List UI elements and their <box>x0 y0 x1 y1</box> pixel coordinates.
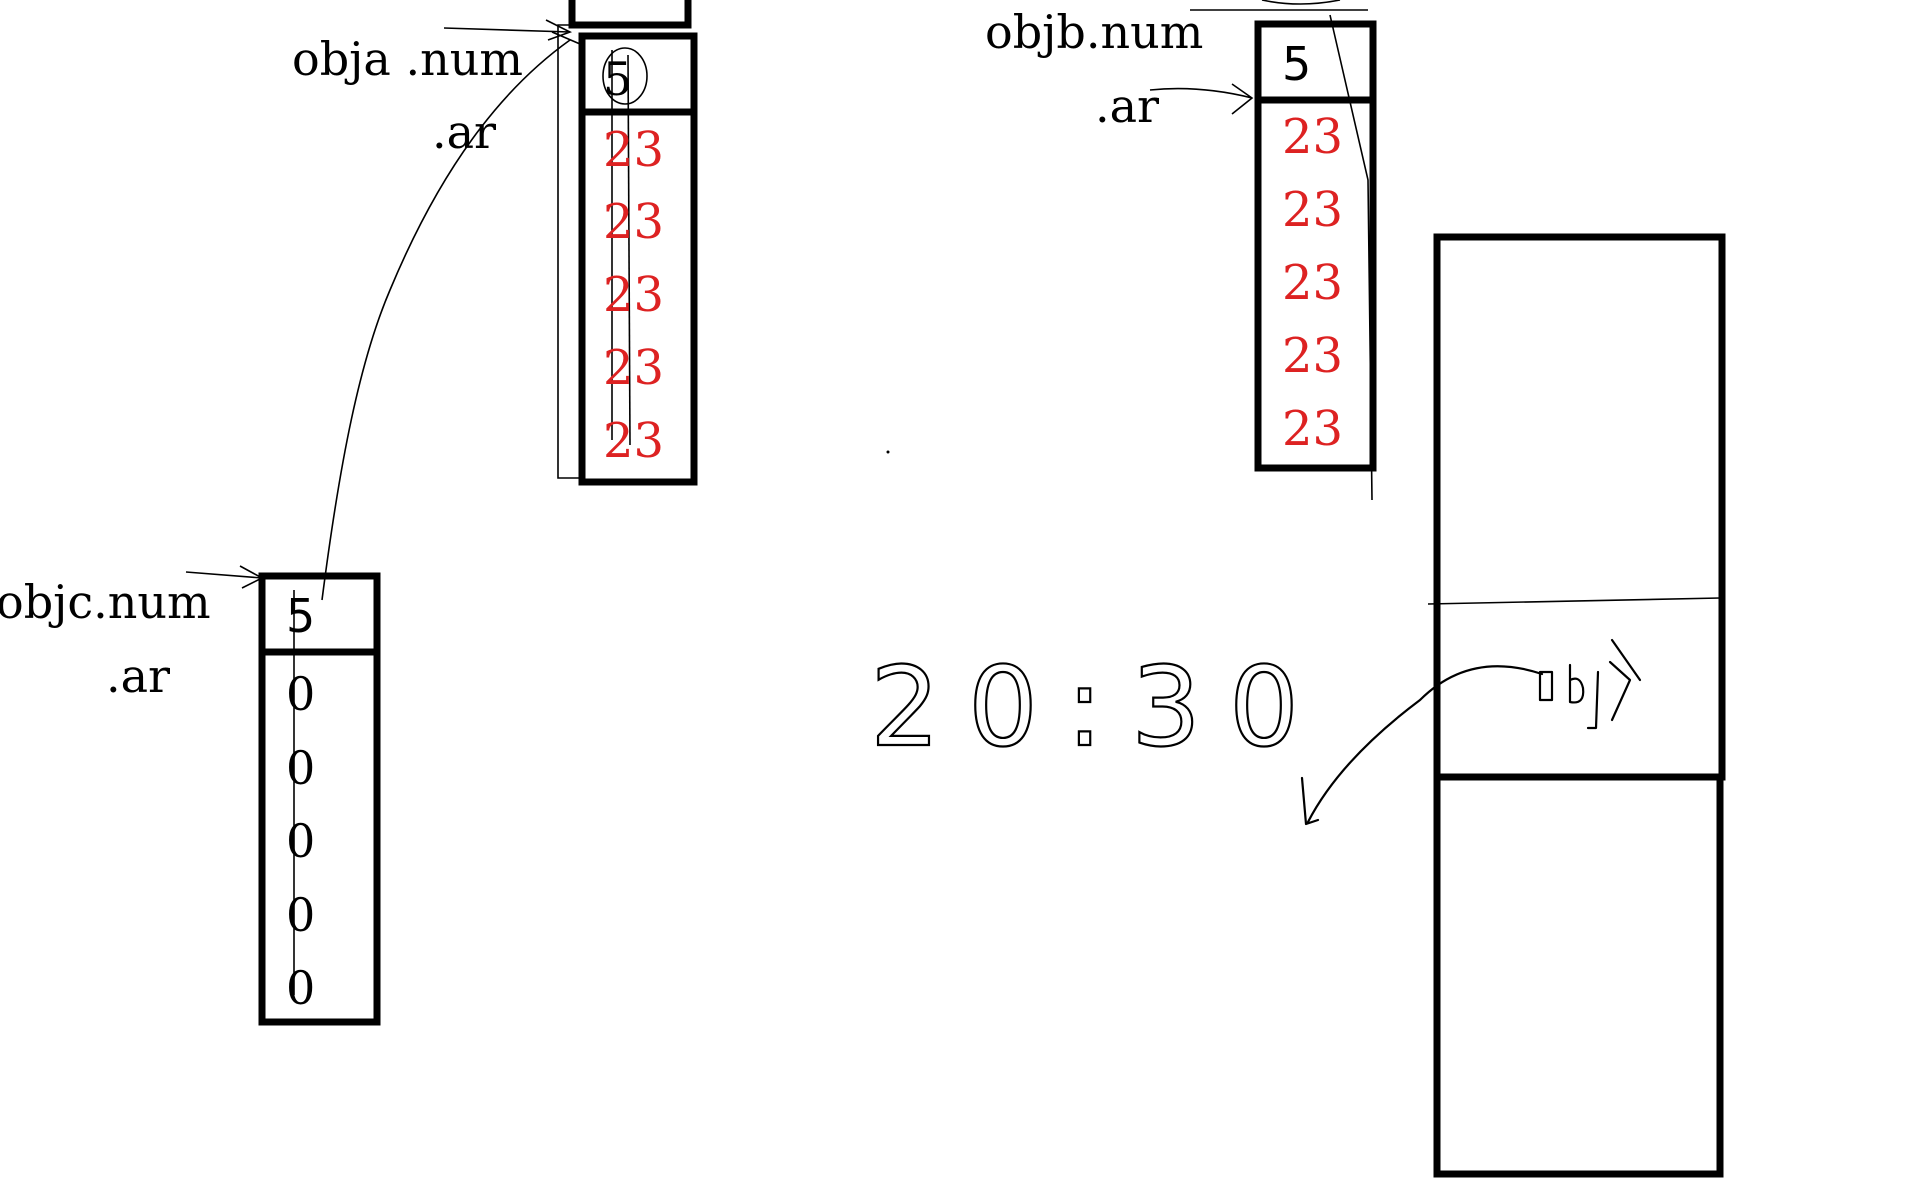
obja-num-label: obja .num <box>292 32 523 86</box>
stack-frame-divider <box>1427 597 1721 605</box>
handwritten-time-group: 20:30 <box>869 642 1327 772</box>
obja-ar-value-5: 23 <box>603 413 664 469</box>
obja-num-arrow <box>443 19 573 41</box>
stack-frame <box>1300 233 1726 1178</box>
stack-frame-obj-scribble <box>1538 638 1642 730</box>
objb-previous-box <box>1190 0 1368 11</box>
objc-ar-value-3: 0 <box>286 814 315 868</box>
handwritten-time: 20:30 <box>870 643 1327 771</box>
obja-num-cell <box>578 32 698 116</box>
objc-ar-label: .ar <box>106 649 170 703</box>
objc-ar-cells <box>258 648 381 1026</box>
objb-ar-value-4: 23 <box>1282 328 1343 384</box>
stray-dot <box>886 450 890 454</box>
objc-num-label: objc.num <box>0 575 211 629</box>
objb-ar-value-2: 23 <box>1282 182 1343 238</box>
obja-object: obja .num .ar 5 23 23 23 23 23 <box>292 0 698 486</box>
objb-ar-value-3: 23 <box>1282 255 1343 311</box>
obja-ar-value-1: 23 <box>603 122 664 178</box>
objb-num-label: objb.num <box>985 5 1203 59</box>
objc-to-obja-curve <box>321 39 571 601</box>
objb-num-cell <box>1254 20 1377 104</box>
obja-previous-box <box>568 0 692 29</box>
objc-ar-value-2: 0 <box>286 741 315 795</box>
objc-object: objc.num .ar 5 0 0 0 0 0 <box>0 565 381 1026</box>
objc-num-arrow <box>185 565 264 589</box>
stack-frame-out-arrow <box>1300 665 1544 826</box>
objb-ar-value-5: 23 <box>1282 401 1343 457</box>
objc-num-value: 5 <box>286 589 315 643</box>
objb-inner-line <box>1329 14 1373 501</box>
objb-ar-cells <box>1254 96 1377 472</box>
objc-ar-value-5: 0 <box>286 961 315 1015</box>
obja-ar-arrow <box>551 31 581 45</box>
obja-num-value: 5 <box>603 52 632 106</box>
objc-ar-value-1: 0 <box>286 667 315 721</box>
objc-num-cell <box>258 572 381 656</box>
objb-ar-value-1: 23 <box>1282 109 1343 165</box>
stack-frame-lower <box>1433 773 1724 1178</box>
objb-num-value: 5 <box>1282 37 1311 91</box>
objc-ar-value-4: 0 <box>286 888 315 942</box>
obja-ar-cells <box>578 108 698 486</box>
obja-num-circle <box>602 47 648 105</box>
obja-outline-line <box>557 24 582 479</box>
objb-object: objb.num .ar 5 23 23 23 23 23 <box>985 0 1377 501</box>
objb-ar-label: .ar <box>1095 79 1159 133</box>
obja-inner-line-2 <box>627 54 631 446</box>
obja-ar-value-3: 23 <box>603 267 664 323</box>
objb-ar-arrow <box>1149 83 1254 115</box>
obja-ar-value-2: 23 <box>603 194 664 250</box>
obja-ar-value-4: 23 <box>603 340 664 396</box>
